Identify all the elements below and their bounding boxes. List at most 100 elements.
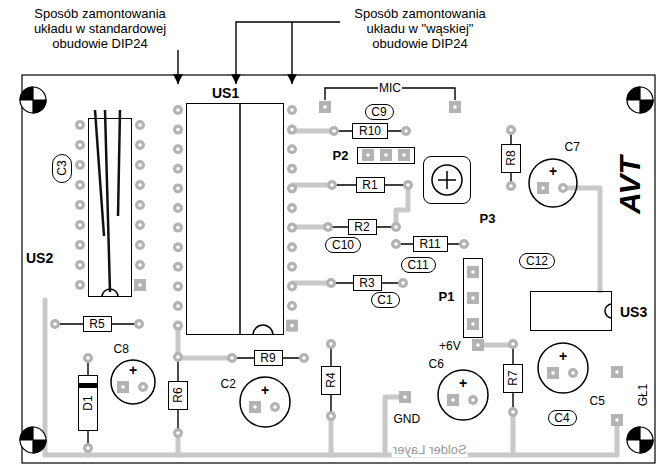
round-pad xyxy=(287,301,297,311)
copper-trace xyxy=(45,300,617,455)
resistor-body: R6 xyxy=(168,381,188,410)
part-designator: R11 xyxy=(419,237,440,251)
pad-hole xyxy=(366,153,370,157)
part-designator: R3 xyxy=(359,276,374,290)
solder-pad xyxy=(173,352,183,362)
square-pad xyxy=(134,279,146,291)
pad-hole xyxy=(476,343,480,347)
pad-hole xyxy=(138,183,142,187)
solder-pad xyxy=(135,260,145,270)
round-pad xyxy=(299,353,309,363)
part-designator: C6 xyxy=(428,357,445,371)
round-pad xyxy=(287,262,297,272)
ic-notch xyxy=(605,304,612,318)
solder-pad xyxy=(467,318,479,330)
resistor-body: R10 xyxy=(352,123,388,139)
copper-trace xyxy=(292,225,328,230)
round-pad xyxy=(568,368,578,378)
pad-hole xyxy=(253,405,257,409)
part-designator: C5 xyxy=(589,394,606,408)
square-pad xyxy=(319,101,331,113)
pad-hole xyxy=(541,186,545,190)
pad-hole xyxy=(394,225,398,229)
part-designator: US1 xyxy=(211,86,240,100)
trimmer-rotor xyxy=(432,165,462,195)
pad-hole xyxy=(138,203,142,207)
round-pad xyxy=(459,239,469,249)
square-pad xyxy=(447,394,459,406)
part-designator: P2 xyxy=(332,149,350,163)
pad-hole xyxy=(401,281,405,285)
pad-hole xyxy=(176,187,180,191)
solder-pad xyxy=(173,223,183,233)
solder-pad xyxy=(173,164,183,174)
square-pad xyxy=(611,366,623,378)
pad-hole xyxy=(141,385,145,389)
solder-pad xyxy=(467,292,479,304)
copper-trace xyxy=(511,412,516,455)
solder-pad xyxy=(173,144,183,154)
solder-pad xyxy=(467,266,479,278)
solder-pad xyxy=(287,164,297,174)
capacitor-circle xyxy=(538,343,588,393)
copper-trace xyxy=(292,129,334,134)
pad-hole xyxy=(290,187,294,191)
pad-hole xyxy=(404,129,408,133)
solder-pad xyxy=(611,414,623,426)
ic-details xyxy=(102,103,612,335)
round-pad xyxy=(173,321,183,331)
corner-mark xyxy=(627,427,653,453)
round-pad xyxy=(506,181,516,191)
pad-hole xyxy=(290,167,294,171)
pad-hole xyxy=(78,263,82,267)
pad-hole xyxy=(471,270,475,274)
solder-pad xyxy=(83,353,93,363)
solder-pad xyxy=(468,395,478,405)
polarity-mark: + xyxy=(458,376,468,390)
pad-hole xyxy=(86,356,90,360)
pad-hole xyxy=(509,184,513,188)
part-designator: R4 xyxy=(324,372,338,387)
pad-hole xyxy=(326,225,330,229)
callout-arrows xyxy=(178,22,340,84)
solder-pad xyxy=(506,125,516,135)
solder-pad xyxy=(287,262,297,272)
solder-pad xyxy=(135,160,145,170)
trimmer-body: P3 xyxy=(423,156,471,204)
solder-pad xyxy=(173,183,183,193)
solder-pad xyxy=(138,382,148,392)
round-pad xyxy=(508,339,518,349)
pad-hole xyxy=(176,226,180,230)
capacitor-body: C9 xyxy=(365,104,394,120)
pad-hole xyxy=(402,153,406,157)
ic-outline: US3 xyxy=(530,291,612,331)
round-pad xyxy=(270,402,280,412)
pad-hole xyxy=(138,243,142,247)
part-designator: R5 xyxy=(89,317,104,331)
capacitor-circle xyxy=(529,159,577,207)
corner-mark xyxy=(627,427,653,453)
corner-mark xyxy=(20,87,46,113)
round-pad xyxy=(173,125,183,135)
solder-pad xyxy=(173,321,183,331)
part-designator: C4 xyxy=(554,411,569,425)
round-pad xyxy=(173,203,183,213)
round-pad xyxy=(173,144,183,154)
round-pad xyxy=(287,242,297,252)
round-pad xyxy=(138,382,148,392)
part-designator: R10 xyxy=(359,124,381,138)
part-designator: D1 xyxy=(81,395,95,410)
solder-pad xyxy=(326,278,336,288)
capacitor-body: C3 xyxy=(52,154,72,183)
solder-pad xyxy=(75,280,85,290)
callout-note: Sposób zamontowania układu w "wąskiej" o… xyxy=(350,6,490,51)
round-pad xyxy=(508,407,518,417)
round-pad xyxy=(83,443,93,453)
pad-hole xyxy=(273,405,277,409)
round-pad xyxy=(391,239,401,249)
round-pad xyxy=(506,125,516,135)
